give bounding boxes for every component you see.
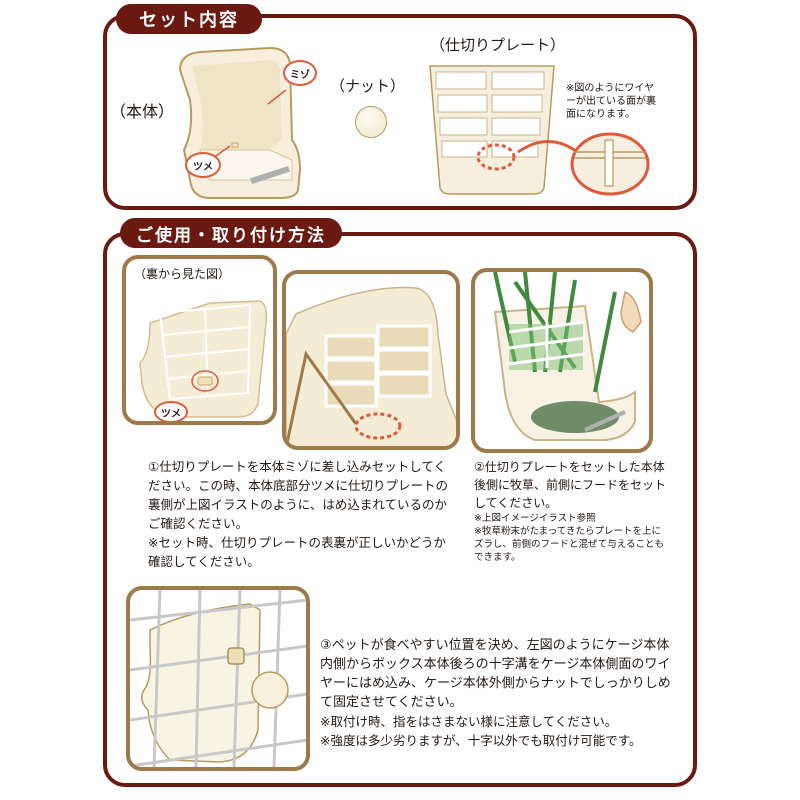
plate-note: ※図のようにワイヤーが出ている面が裏面になります。 xyxy=(566,83,656,120)
hay-panel xyxy=(471,268,653,453)
step3-note-1: ※取付け時、指をはさまない様に注意してください。 xyxy=(320,714,618,729)
back-view-label: （裏から見た図） xyxy=(134,267,231,281)
body-label: （本体） xyxy=(110,102,175,121)
step3-text: ③ペットが食べやすい位置を決め、左図のようにケージ本体内側からボックス本体後ろの… xyxy=(320,636,680,750)
nut-illustration xyxy=(355,106,387,138)
step1-text: ①仕切りプレートを本体ミゾに差し込みセットしてください。この時、本体底部分ツメに… xyxy=(148,457,458,571)
plate-detail-zoom xyxy=(517,132,650,196)
nut-label: （ナット） xyxy=(330,77,406,95)
step2-note-2: ※牧草粉末がたまってきたらプレートを上にズラし、前側のフードと混ぜて与えることも… xyxy=(474,526,665,563)
usage-title: ご使用・取り付け方法 xyxy=(120,218,342,248)
step2-main: ②仕切りプレートをセットした本体後側に牧草、前側にフードをセットしてください。 xyxy=(474,460,667,510)
step1-note: ※セット時、仕切りプレートの表裏が正しいかどうか確認してください。 xyxy=(148,535,446,569)
set-contents-title: セット内容 xyxy=(116,4,262,34)
step1-main: ①仕切りプレートを本体ミゾに差し込みセットしてください。この時、本体底部分ツメに… xyxy=(148,459,449,531)
step2-note-1: ※上図イメージイラスト参照 xyxy=(474,513,596,524)
step3-main: ③ペットが食べやすい位置を決め、左図のようにケージ本体内側からボックス本体後ろの… xyxy=(320,638,671,710)
back-view-panel: （裏から見た図） ツメ xyxy=(122,255,277,425)
groove-callout: ミゾ xyxy=(283,60,317,86)
step3-note-2: ※強度は多少劣りますが、十字以外でも取付け可能です。 xyxy=(320,733,642,748)
cage-mount-panel xyxy=(126,586,310,771)
closeup-panel xyxy=(282,270,460,450)
plate-label: （仕切りプレート） xyxy=(430,36,566,54)
back-view-claw-callout: ツメ xyxy=(154,401,188,421)
back-view-illustration xyxy=(139,300,268,418)
closeup-illustration xyxy=(286,286,456,446)
claw-callout: ツメ xyxy=(185,152,221,178)
cage-mount-illustration xyxy=(130,590,306,767)
divider-plate-illustration xyxy=(429,65,555,195)
hay-illustration xyxy=(493,272,642,442)
step2-text: ②仕切りプレートをセットした本体後側に牧草、前側にフードをセットしてください。 … xyxy=(474,458,670,564)
